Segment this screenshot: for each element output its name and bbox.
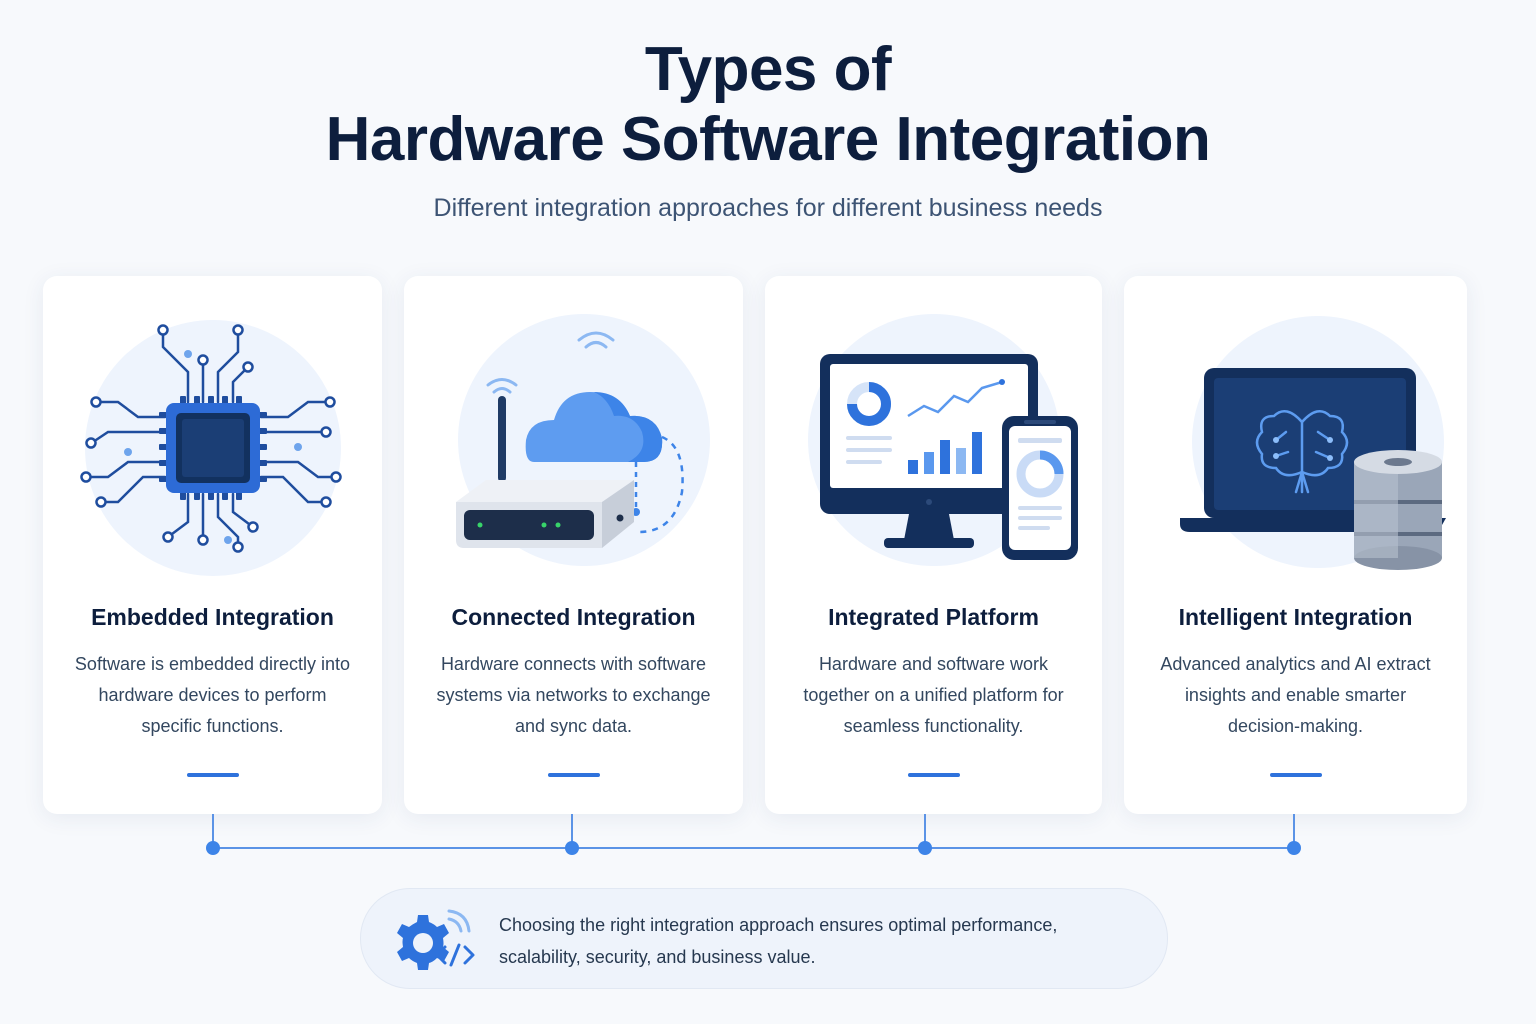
card-description: Software is embedded directly into hardw… [74, 654, 351, 736]
card-accent-line [186, 773, 239, 777]
card-title: Connected Integration [451, 604, 696, 630]
card-description: Hardware connects with software systems … [436, 654, 711, 736]
card-connected-integration: Connected Integration Hardware connects … [404, 276, 743, 814]
card-embedded-integration: Embedded Integration Software is embedde… [43, 276, 382, 814]
card-description: Hardware and software work together on a… [803, 654, 1064, 736]
card-integrated-platform: Integrated Platform Hardware and softwar… [765, 276, 1102, 814]
card-title: Intelligent Integration [1178, 604, 1413, 630]
card-intelligent-integration: Intelligent Integration Advanced analyti… [1124, 276, 1467, 814]
card-accent-line [1269, 773, 1322, 777]
timeline-connector [206, 814, 1301, 855]
gear-code-icon [389, 907, 481, 978]
page-title-line1: Types of [644, 35, 892, 104]
footer-callout: Choosing the right integration approach … [360, 888, 1168, 989]
card-accent-line [907, 773, 960, 777]
footer-text: Choosing the right integration approach … [499, 915, 1058, 967]
laptop-brain-database-icon [1124, 312, 1467, 584]
page-title-line2: Hardware Software Integration [325, 105, 1211, 174]
page-subtitle: Different integration approaches for dif… [433, 194, 1103, 222]
card-title: Embedded Integration [91, 604, 334, 630]
microchip-icon [43, 312, 382, 584]
card-title: Integrated Platform [828, 604, 1039, 630]
card-description: Advanced analytics and AI extract insigh… [1160, 654, 1431, 736]
card-accent-line [547, 773, 600, 777]
cloud-router-icon [404, 312, 743, 584]
monitor-phone-dashboard-icon [765, 312, 1102, 584]
